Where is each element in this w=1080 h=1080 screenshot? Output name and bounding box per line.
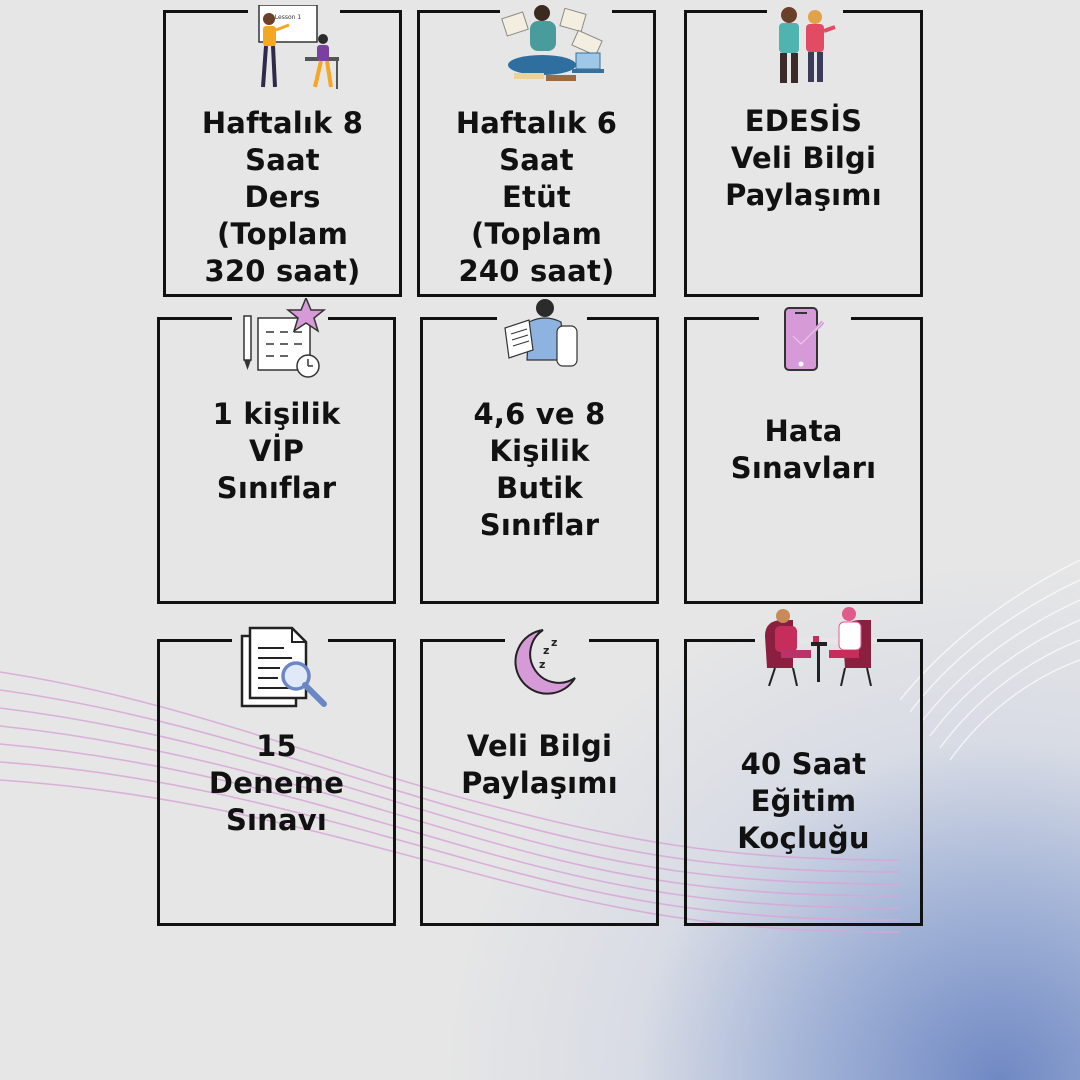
card-error-exams: Hata Sınavları: [684, 307, 923, 604]
studying-person-icon: [501, 5, 604, 81]
card-line: Saat: [245, 143, 320, 177]
card-line: (Toplam: [217, 217, 348, 251]
card-line: EDESİS: [744, 104, 863, 138]
card-vip-classes: 1 kişilik VİP Sınıflar: [157, 298, 396, 604]
card-line: Paylaşımı: [725, 178, 882, 212]
card-line: Butik: [496, 471, 583, 505]
moon-sleep-icon: z z z: [514, 629, 576, 695]
card-edesis-parent-info: EDESİS Veli Bilgi Paylaşımı: [684, 7, 923, 297]
card-line: 320 saat): [204, 254, 361, 288]
reading-person-icon: [504, 299, 578, 367]
card-parent-info: z z z Veli Bilgi Paylaşımı: [420, 629, 659, 926]
card-line: Saat: [499, 143, 574, 177]
schedule-star-icon: [243, 298, 327, 378]
card-line: Veli Bilgi: [466, 729, 613, 763]
card-line: Veli Bilgi: [730, 141, 877, 175]
phone-check-icon: [784, 307, 825, 371]
card-line: Deneme: [208, 766, 345, 800]
card-line: 40 Saat: [740, 747, 867, 781]
card-line: 1 kişilik: [212, 397, 341, 431]
card-line: 15: [256, 729, 297, 763]
svg-text:Lesson 1: Lesson 1: [275, 14, 302, 21]
card-line: (Toplam: [471, 217, 602, 251]
parents-icon: [779, 7, 836, 83]
card-line: Paylaşımı: [461, 766, 618, 800]
card-line: Hata: [764, 414, 843, 448]
svg-text:z: z: [551, 636, 557, 649]
coaching-chat-icon: [765, 607, 872, 686]
card-line: 240 saat): [458, 254, 615, 288]
card-line: Sınavı: [225, 803, 328, 837]
card-line: Sınavları: [730, 451, 877, 485]
card-line: Sınıflar: [216, 471, 337, 505]
card-weekly-lessons: Lesson 1 Haftalık 8 Saat Ders (Toplam 32…: [163, 5, 402, 297]
card-line: VİP: [248, 434, 305, 468]
card-boutique-classes: 4,6 ve 8 Kişilik Butik Sınıflar: [420, 299, 659, 604]
card-line: 4,6 ve 8: [473, 397, 606, 431]
card-line: Haftalık 6: [455, 106, 618, 140]
card-line: Koçluğu: [737, 821, 870, 855]
card-practice-exams: 15 Deneme Sınavı: [157, 626, 396, 926]
card-line: Etüt: [502, 180, 571, 214]
card-line: Eğitim: [750, 784, 857, 818]
teacher-student-icon: Lesson 1: [258, 5, 339, 89]
svg-text:z: z: [539, 658, 545, 671]
card-line: Sınıflar: [479, 508, 600, 542]
card-line: Kişilik: [489, 434, 590, 468]
card-education-coaching: 40 Saat Eğitim Koçluğu: [684, 607, 923, 926]
card-line: Haftalık 8: [201, 106, 364, 140]
svg-text:z: z: [543, 644, 549, 657]
card-weekly-study: Haftalık 6 Saat Etüt (Toplam 240 saat): [417, 5, 656, 297]
card-line: Ders: [244, 180, 321, 214]
document-search-icon: [240, 626, 327, 708]
